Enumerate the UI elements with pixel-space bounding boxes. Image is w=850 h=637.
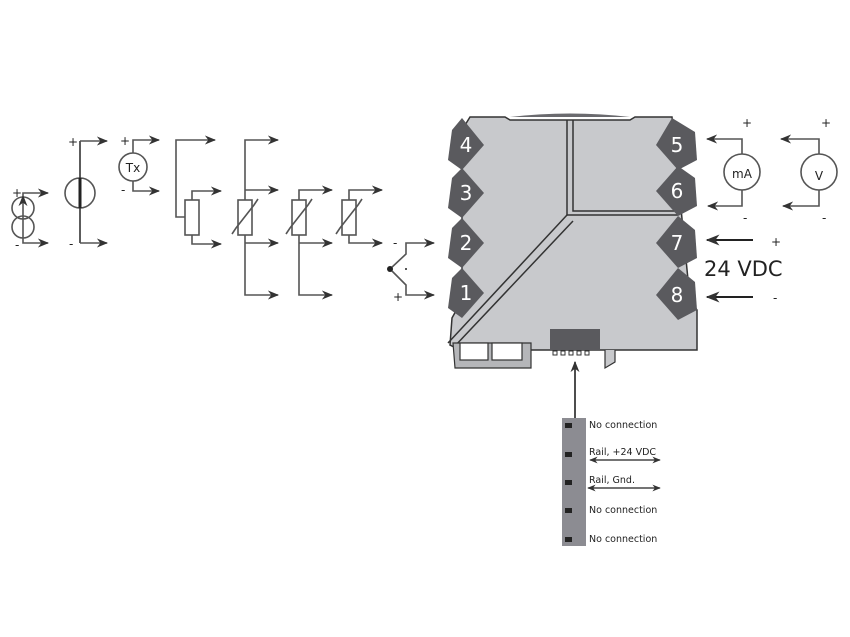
- terminal-2[interactable]: 2: [448, 218, 484, 268]
- plus-sign: +: [12, 186, 22, 200]
- current-source-symbol: + -: [11, 186, 50, 252]
- svg-text:4: 4: [460, 133, 473, 157]
- voltage-source-symbol: + -: [64, 135, 109, 251]
- bus-pin-label: No connection: [589, 420, 657, 431]
- minus-sign: -: [822, 211, 826, 225]
- terminals-right: 5 6 7 8: [656, 118, 697, 320]
- bus-connector-socket: [550, 329, 600, 350]
- bus-pin-label: Rail, +24 VDC: [589, 447, 656, 458]
- rtd-3-wire-symbol: [285, 185, 334, 300]
- v-label: V: [815, 169, 824, 183]
- plus-sign: +: [120, 134, 130, 148]
- transmitter-symbol: Tx + -: [118, 134, 161, 197]
- minus-sign: -: [393, 236, 397, 250]
- potentiometer-symbol: [175, 135, 223, 249]
- svg-text:8: 8: [671, 283, 684, 307]
- terminal-6[interactable]: 6: [656, 166, 697, 216]
- svg-text:3: 3: [460, 181, 473, 205]
- module-housing: [447, 113, 698, 370]
- terminal-3[interactable]: 3: [448, 168, 484, 218]
- terminal-1[interactable]: 1: [448, 268, 484, 318]
- minus-sign: -: [121, 183, 125, 197]
- rtd-2-wire-symbol: [335, 185, 384, 248]
- bus-pin-label: No connection: [589, 534, 657, 545]
- thermocouple-symbol: - +: [387, 236, 436, 304]
- svg-text:2: 2: [460, 231, 473, 255]
- minus-sign: -: [743, 211, 747, 225]
- terminal-8[interactable]: 8: [656, 268, 697, 320]
- bus-connector: No connection Rail, +24 VDC Rail, Gnd. N…: [562, 360, 661, 546]
- plus-sign: +: [821, 116, 831, 130]
- svg-text:6: 6: [671, 179, 684, 203]
- current-output-meter: mA + -: [705, 116, 761, 225]
- terminals-left: 4 3 2 1: [448, 118, 484, 318]
- terminal-4[interactable]: 4: [448, 118, 484, 170]
- bus-pin-label: Rail, Gnd.: [589, 475, 635, 486]
- svg-text:7: 7: [671, 231, 684, 255]
- minus-sign: -: [69, 237, 73, 251]
- power-supply: + 24 VDC -: [704, 234, 783, 305]
- ma-label: mA: [732, 167, 753, 181]
- minus-sign: -: [773, 291, 777, 305]
- supply-label: 24 VDC: [704, 257, 783, 281]
- transmitter-label: Tx: [125, 161, 140, 175]
- voltage-output-meter: V + -: [779, 116, 838, 225]
- terminal-7[interactable]: 7: [656, 216, 697, 268]
- minus-sign: -: [15, 238, 19, 252]
- rtd-4-wire-symbol: [231, 135, 280, 300]
- svg-text:1: 1: [460, 281, 473, 305]
- svg-text:5: 5: [671, 133, 684, 157]
- terminal-5[interactable]: 5: [656, 118, 697, 170]
- plus-sign: +: [68, 135, 78, 149]
- plus-sign: +: [771, 235, 781, 249]
- plus-sign: +: [393, 290, 403, 304]
- bus-pin-label: No connection: [589, 505, 657, 516]
- plus-sign: +: [742, 116, 752, 130]
